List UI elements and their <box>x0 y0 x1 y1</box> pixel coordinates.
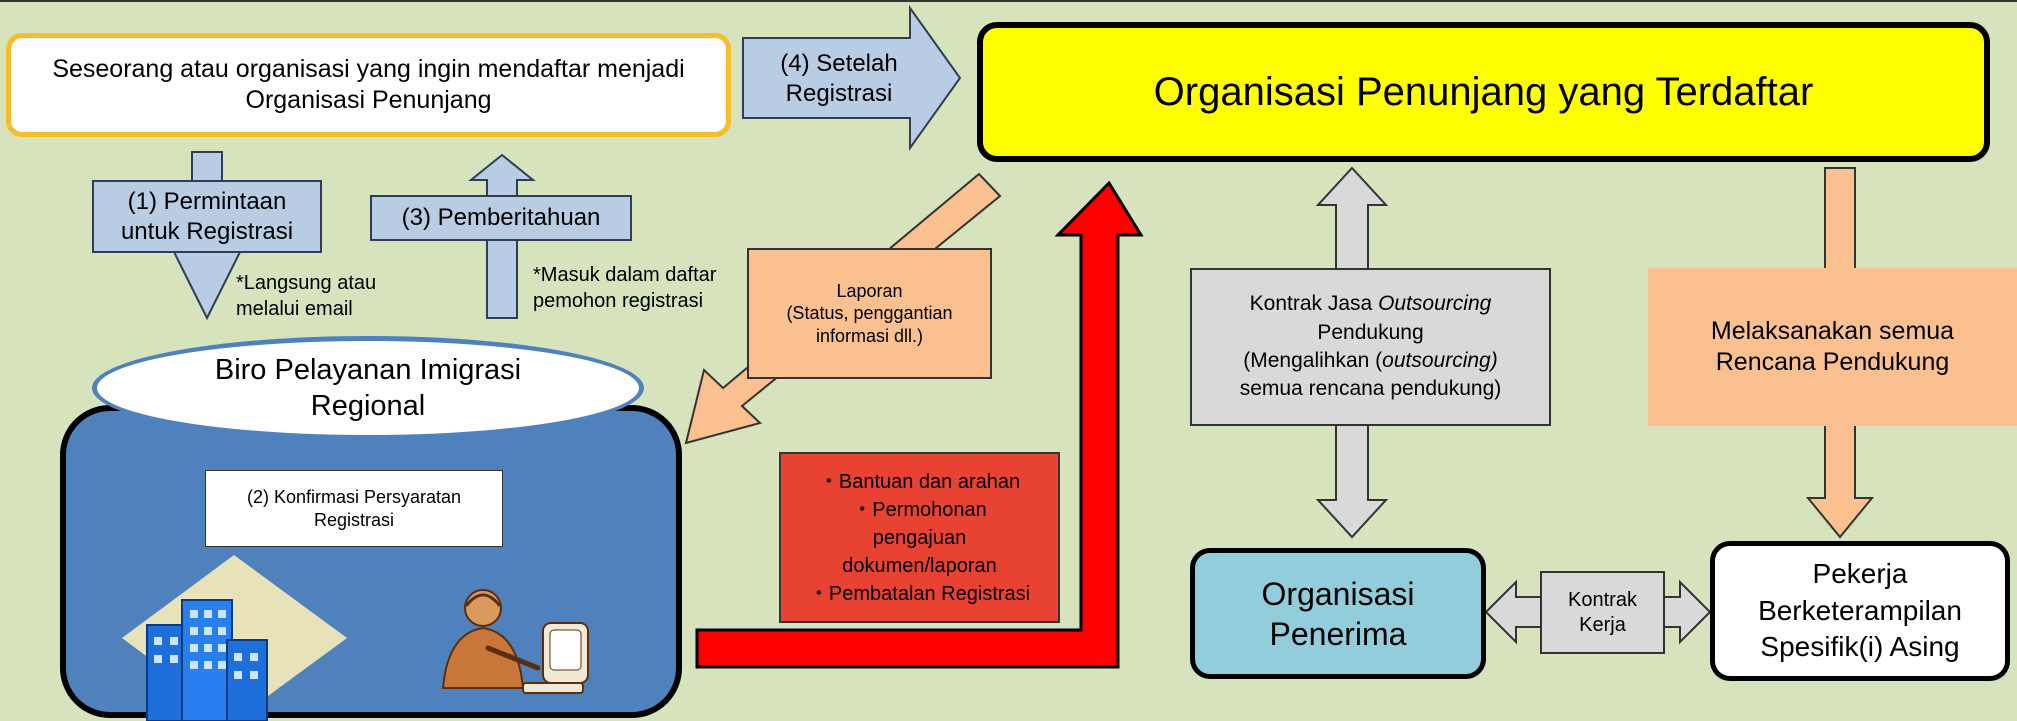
request-registration-line2: untuk Registrasi <box>120 217 294 245</box>
outsourcing-line3: (Mengalihkan (outsourcing) <box>1243 349 1498 372</box>
office-worker-at-computer-icon <box>441 589 589 694</box>
bureau-title-line2: Regional <box>310 390 426 422</box>
support-line1: ・Bantuan dan arahan <box>818 470 1021 493</box>
notification-label: (3) Pemberitahuan <box>370 195 632 241</box>
confirm-requirements-box: (2) Konfirmasi Persyaratan Registrasi <box>205 470 503 547</box>
after-registration-label: (4) Setelah Registrasi <box>749 40 929 118</box>
foreign-worker-box: Pekerja Berketerampilan Spesifik(i) Asin… <box>1710 541 2010 681</box>
request-registration-line1: (1) Permintaan <box>127 187 287 215</box>
after-registration-line1: (4) Setelah <box>780 50 898 77</box>
implement-line1: Melaksanakan semua <box>1710 316 1955 345</box>
receiver-line1: Organisasi <box>1261 575 1415 612</box>
confirm-line2: Registrasi <box>313 509 395 530</box>
outsourcing-line4: semua rencana pendukung) <box>1239 377 1502 401</box>
report-line1: Laporan <box>836 280 903 301</box>
implement-line2: Rencana Pendukung <box>1715 348 1950 376</box>
arrow-after-registration <box>742 4 962 152</box>
work-contract-line1: Kontrak <box>1568 588 1637 611</box>
support-line5: ・Pembatalan Registrasi <box>808 582 1031 605</box>
request-registration-label: (1) Permintaan untuk Registrasi <box>92 180 322 253</box>
applicant-line2: Organisasi Penunjang <box>245 86 492 114</box>
immigration-bureau-title: Biro Pelayanan Imigrasi Regional <box>92 336 644 440</box>
request-registration-note: *Langsung atau melalui email <box>236 270 376 322</box>
request-note-line2: melalui email <box>236 298 353 320</box>
worker-line2: Berketerampilan <box>1758 594 1962 626</box>
notification-note-line1: *Masuk dalam daftar <box>533 264 717 286</box>
receiving-organization-box: Organisasi Penerima <box>1190 548 1486 679</box>
registered-organization-label: Organisasi Penunjang yang Terdaftar <box>1153 70 1814 114</box>
outsourcing-line1: Kontrak Jasa Outsourcing <box>1249 292 1492 316</box>
implement-plans-box: Melaksanakan semua Rencana Pendukung <box>1648 268 2017 426</box>
notification-note: *Masuk dalam daftar pemohon registrasi <box>533 262 716 314</box>
report-line3: informasi dll.) <box>815 325 924 346</box>
report-box: Laporan (Status, penggantian informasi d… <box>747 248 992 379</box>
top-border <box>0 0 2017 2</box>
support-line4: dokumen/laporan <box>842 554 997 577</box>
support-box: ・Bantuan dan arahan ・Permohonan pengajua… <box>779 452 1060 623</box>
applicant-box: Seseorang atau organisasi yang ingin men… <box>6 33 731 137</box>
request-note-line1: *Langsung atau <box>236 272 377 294</box>
arrow-support-red <box>695 180 1144 669</box>
worker-line3: Spesifik(i) Asing <box>1760 631 1960 663</box>
confirm-line1: (2) Konfirmasi Persyaratan <box>246 487 462 507</box>
bureau-title-line1: Biro Pelayanan Imigrasi <box>214 353 522 386</box>
outsourcing-line2: Pendukung <box>1317 320 1424 344</box>
support-line2: ・Permohonan <box>852 498 987 521</box>
after-registration-line2: Registrasi <box>785 80 893 107</box>
receiver-line2: Penerima <box>1269 615 1407 652</box>
work-contract-box: Kontrak Kerja <box>1540 571 1665 654</box>
work-contract-line2: Kerja <box>1579 613 1626 636</box>
applicant-line1: Seseorang atau organisasi yang ingin men… <box>52 54 685 83</box>
notification-text: (3) Pemberitahuan <box>401 204 601 231</box>
outsourcing-contract-box: Kontrak Jasa Outsourcing Pendukung (Meng… <box>1190 268 1551 426</box>
worker-line1: Pekerja <box>1812 558 1908 590</box>
report-line2: (Status, penggantian <box>786 303 953 324</box>
registered-organization-box: Organisasi Penunjang yang Terdaftar <box>977 22 1990 162</box>
support-line3: pengajuan <box>872 526 967 549</box>
office-building-icon <box>122 555 347 721</box>
notification-note-line2: pemohon registrasi <box>533 290 704 312</box>
